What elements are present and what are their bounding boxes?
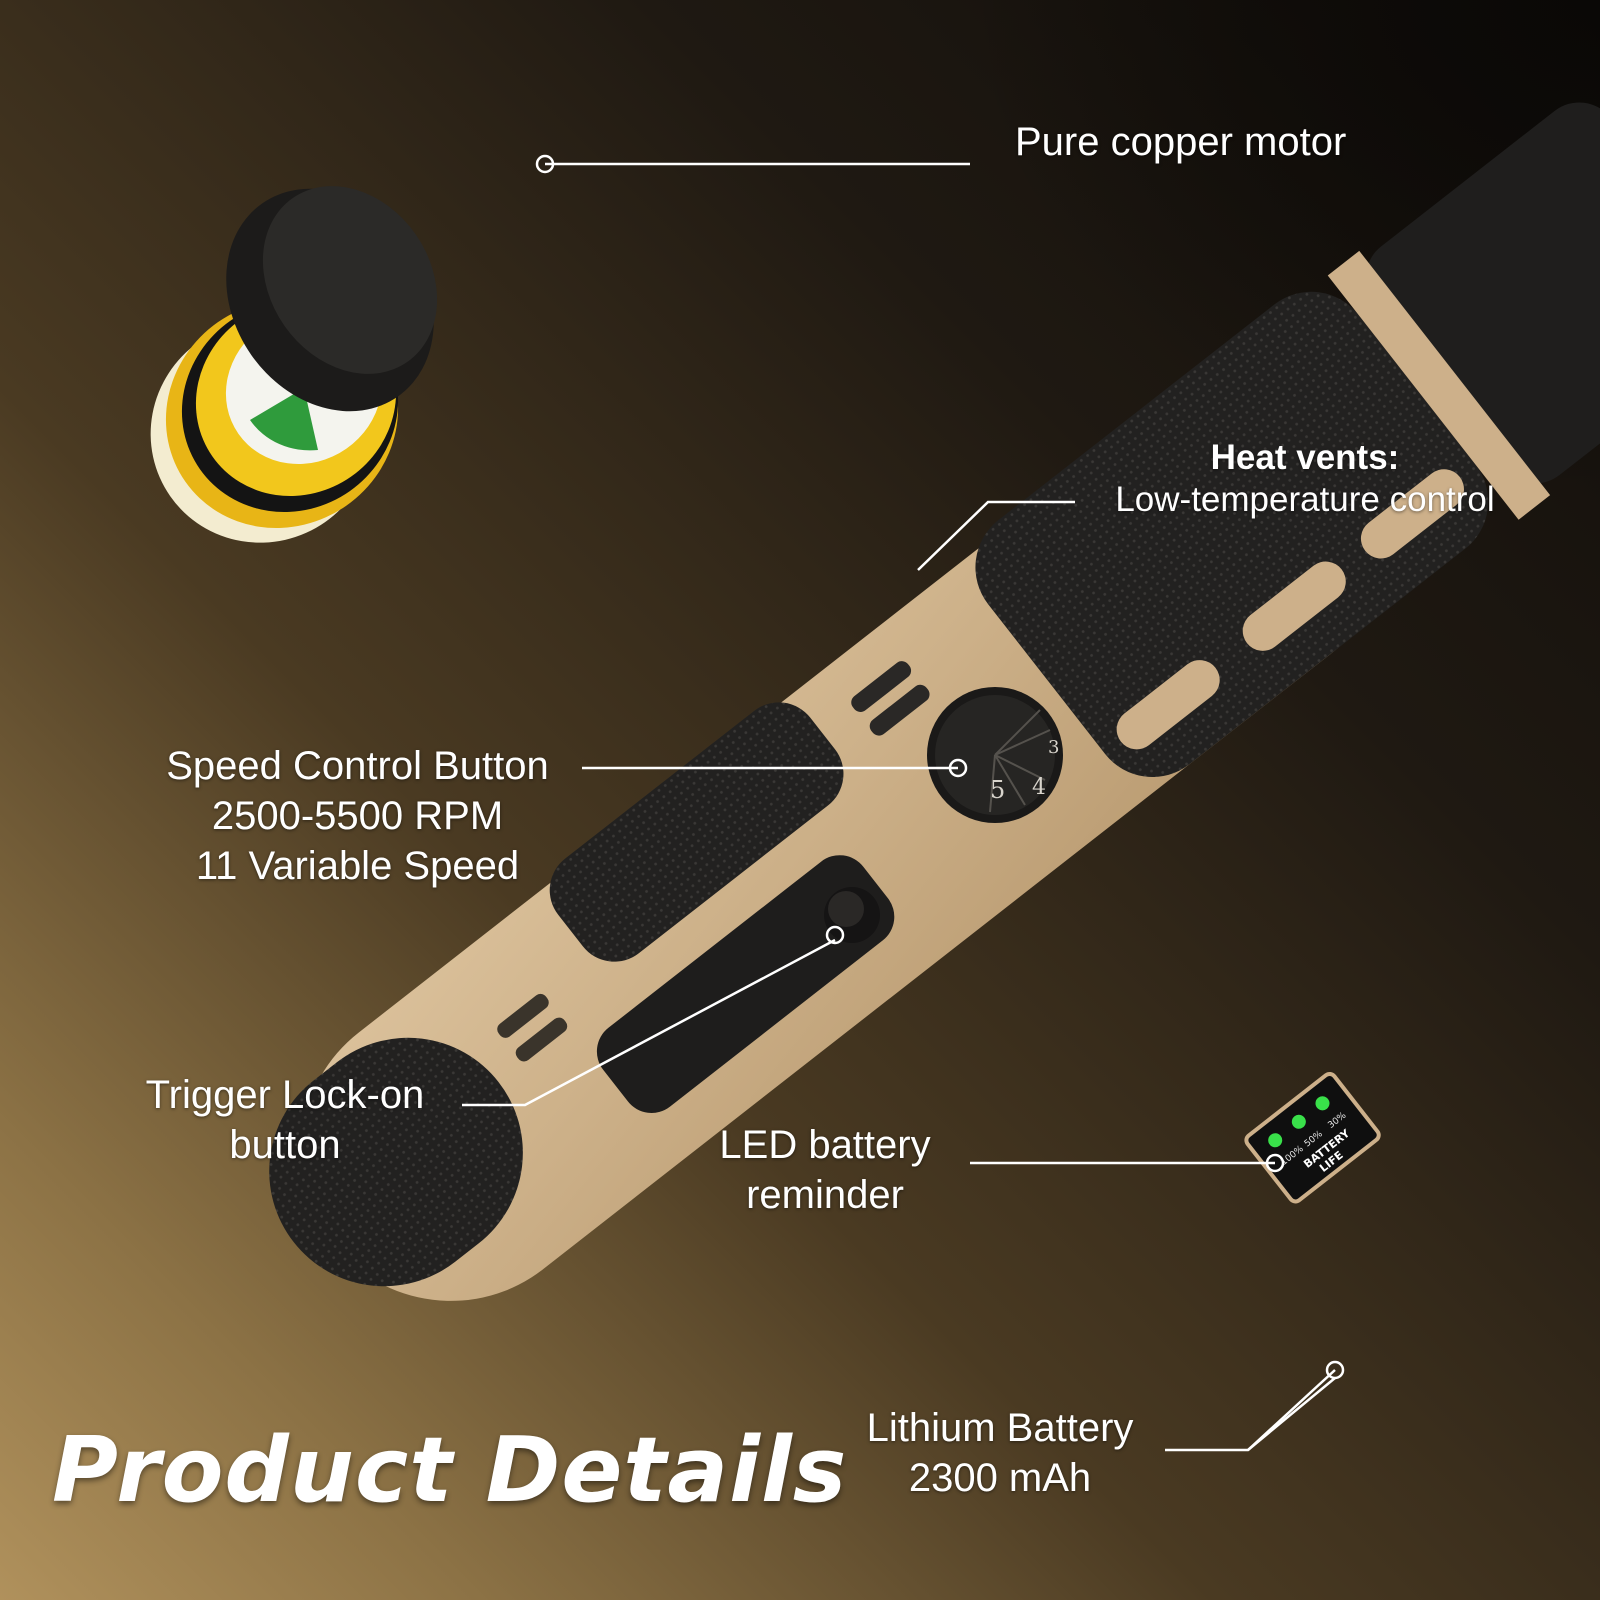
trigger-lock-button[interactable] xyxy=(824,887,880,943)
callout-trigger: Trigger Lock-on button xyxy=(100,1070,470,1170)
callout-speed: Speed Control Button 2500-5500 RPM 11 Va… xyxy=(130,741,585,891)
speed-line-2: 2500-5500 RPM xyxy=(211,794,504,838)
vents-detail: Low-temperature control xyxy=(1115,480,1495,519)
motor-label: Pure copper motor xyxy=(1015,120,1347,164)
led-50-icon xyxy=(1291,1114,1306,1129)
speed-dial[interactable]: 5 4 3 xyxy=(927,687,1063,823)
battery-line-1: Lithium Battery xyxy=(866,1406,1134,1450)
speed-marker-icon xyxy=(948,758,968,778)
battery-marker-icon xyxy=(1325,1360,1345,1380)
callout-vents: Heat vents: Low-temperature control xyxy=(1085,437,1525,521)
callout-motor: Pure copper motor xyxy=(1015,117,1346,167)
tool-body xyxy=(269,102,1600,1301)
trigger-marker-icon xyxy=(825,925,845,945)
battery-line-2: 2300 mAh xyxy=(908,1456,1092,1500)
vents-leader-line xyxy=(917,500,1075,571)
led-100-icon xyxy=(1268,1133,1283,1148)
trigger-leader-line xyxy=(462,938,836,1107)
battery-led-indicator: 100% 50% 30% BATTERY LIFE xyxy=(1244,1071,1381,1204)
led-30-icon xyxy=(1315,1096,1330,1111)
vents-heading: Heat vents: xyxy=(1210,438,1400,477)
battery-leader-line xyxy=(1165,1369,1336,1452)
page-title: Product Details xyxy=(52,1418,848,1523)
dial-number-5: 5 xyxy=(990,776,1005,804)
led-marker-icon xyxy=(1265,1153,1285,1173)
callout-battery: Lithium Battery 2300 mAh xyxy=(825,1403,1175,1503)
callout-lines xyxy=(462,162,1336,1452)
spindle-housing xyxy=(226,186,438,412)
dial-number-4: 4 xyxy=(1032,775,1046,800)
led-line-1: LED battery xyxy=(719,1123,931,1167)
led-line-2: reminder xyxy=(746,1173,904,1217)
trigger-line-2: button xyxy=(229,1123,341,1167)
dial-number-3: 3 xyxy=(1048,737,1059,758)
trigger-line-1: Trigger Lock-on xyxy=(145,1073,425,1117)
motor-marker-icon xyxy=(535,154,555,174)
speed-line-3: 11 Variable Speed xyxy=(195,844,520,888)
speed-line-1: Speed Control Button xyxy=(166,744,549,788)
callout-led: LED battery reminder xyxy=(690,1120,960,1220)
